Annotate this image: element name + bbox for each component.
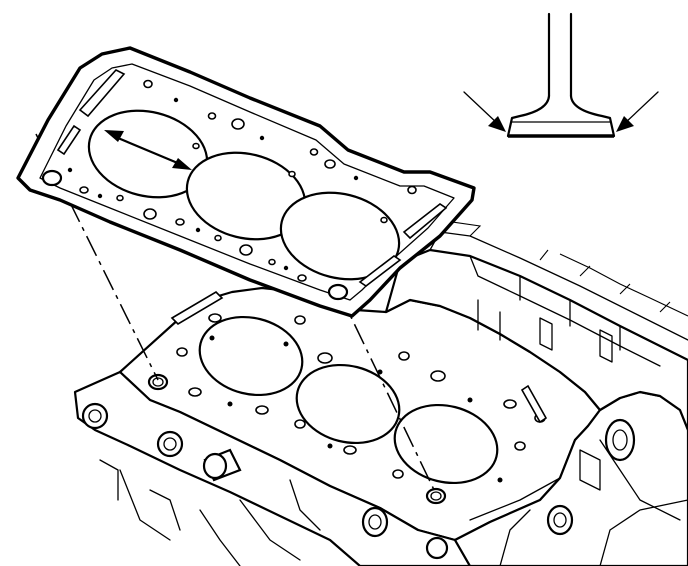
block-front-bosses xyxy=(81,402,688,566)
gasket-dowel-hole-left xyxy=(41,169,63,187)
valve-seat-arrow-right xyxy=(616,91,659,132)
valve-stem xyxy=(547,12,573,98)
block-deck-slot-left xyxy=(170,290,224,326)
alignment-dowel-icon xyxy=(147,373,169,391)
gasket-slot-left xyxy=(78,69,126,118)
gasket-cylinder-opening-3 xyxy=(279,191,401,281)
block-cylinder-bore-1 xyxy=(198,315,304,397)
valve-seat-arrow-left xyxy=(463,91,506,132)
engine-block-icon xyxy=(73,221,688,566)
block-valley xyxy=(384,248,688,432)
gasket-dowel-hole-right xyxy=(327,283,349,301)
valve-head xyxy=(506,94,616,138)
block-cylinder-bore-2 xyxy=(295,363,401,445)
block-cylinder-bore-3 xyxy=(393,403,499,485)
gasket-slot-right xyxy=(402,203,448,240)
alignment-dowel-icon xyxy=(425,487,447,505)
block-deck-slot-right xyxy=(520,384,548,424)
measurement-arrow-icon xyxy=(104,130,192,170)
gasket-icon xyxy=(16,46,476,318)
valve-icon xyxy=(463,12,659,138)
gasket-coolant-holes xyxy=(67,79,417,282)
